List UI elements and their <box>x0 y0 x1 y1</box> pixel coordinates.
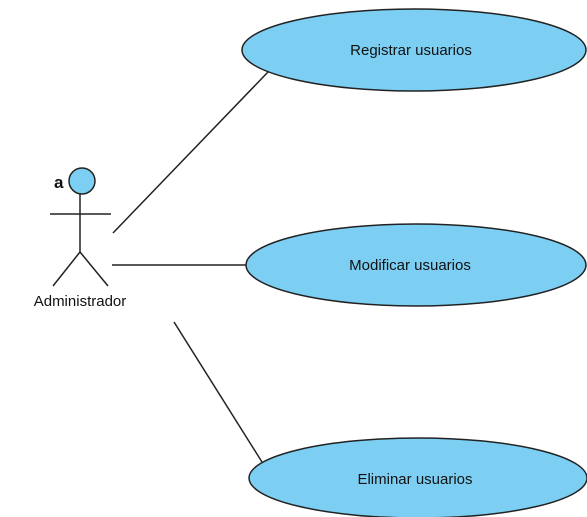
actor-right-leg <box>79 251 109 287</box>
usecase-ellipse <box>241 8 587 92</box>
usecase-ellipse <box>245 223 587 307</box>
usecase-ellipse <box>248 437 587 517</box>
actor-head <box>68 167 96 195</box>
usecase-eliminar-usuarios[interactable]: Eliminar usuarios <box>248 437 587 517</box>
actor-left-leg <box>52 251 81 287</box>
actor-name: Administrador <box>34 293 127 310</box>
actor-administrador[interactable]: a Administrador <box>34 167 127 310</box>
usecase-label: Registrar usuarios <box>350 42 472 59</box>
association-eliminar[interactable] <box>173 321 263 463</box>
usecase-label: Modificar usuarios <box>349 257 471 274</box>
association-registrar[interactable] <box>112 71 269 234</box>
usecase-label: Eliminar usuarios <box>357 471 472 488</box>
usecase-registrar-usuarios[interactable]: Registrar usuarios <box>241 8 587 92</box>
actor-marker: a <box>54 173 64 192</box>
usecase-modificar-usuarios[interactable]: Modificar usuarios <box>245 223 587 307</box>
